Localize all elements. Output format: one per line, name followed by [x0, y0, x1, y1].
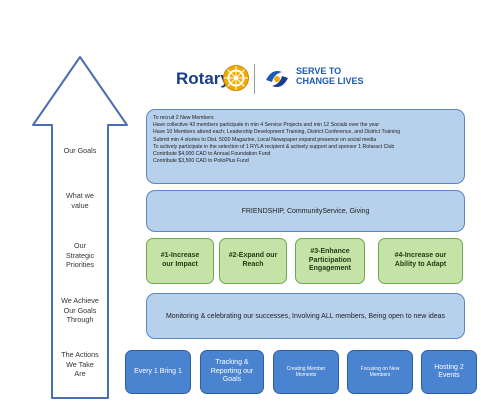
goal-item: Contribute $3,500 CAD to PolioPlus Fund: [153, 158, 249, 165]
values-box: FRIENDSHIP, CommunityService, Giving: [146, 190, 465, 232]
goal-item: Have 10 Members attend each; Leadership …: [153, 129, 401, 136]
goals-box: To recruit 2 New Members Have collective…: [146, 109, 465, 184]
goal-item: To actively participate in the selection…: [153, 143, 395, 150]
goal-item: Have collective 43 members participate i…: [153, 122, 380, 129]
rotary-wheel-icon: [223, 65, 249, 91]
action-every-1-bring-1: Every 1 Bring 1: [125, 350, 191, 394]
logo-divider: [254, 64, 255, 94]
label-our-goals: Our Goals: [63, 146, 97, 155]
rotary-logo-text: Rotary: [176, 69, 230, 88]
serve-to-change-lives-icon: [266, 71, 288, 87]
achieve-box: Monitoring & celebrating our successes, …: [146, 293, 465, 339]
goal-item: Submit min 4 stories to Dist. 5020 Magaz…: [153, 136, 377, 143]
goal-item: To recruit 2 New Members: [153, 115, 214, 121]
upward-arrow-shape: [32, 56, 128, 399]
goal-item: Contribute $4,000 CAD to Annual Foundati…: [153, 150, 271, 157]
